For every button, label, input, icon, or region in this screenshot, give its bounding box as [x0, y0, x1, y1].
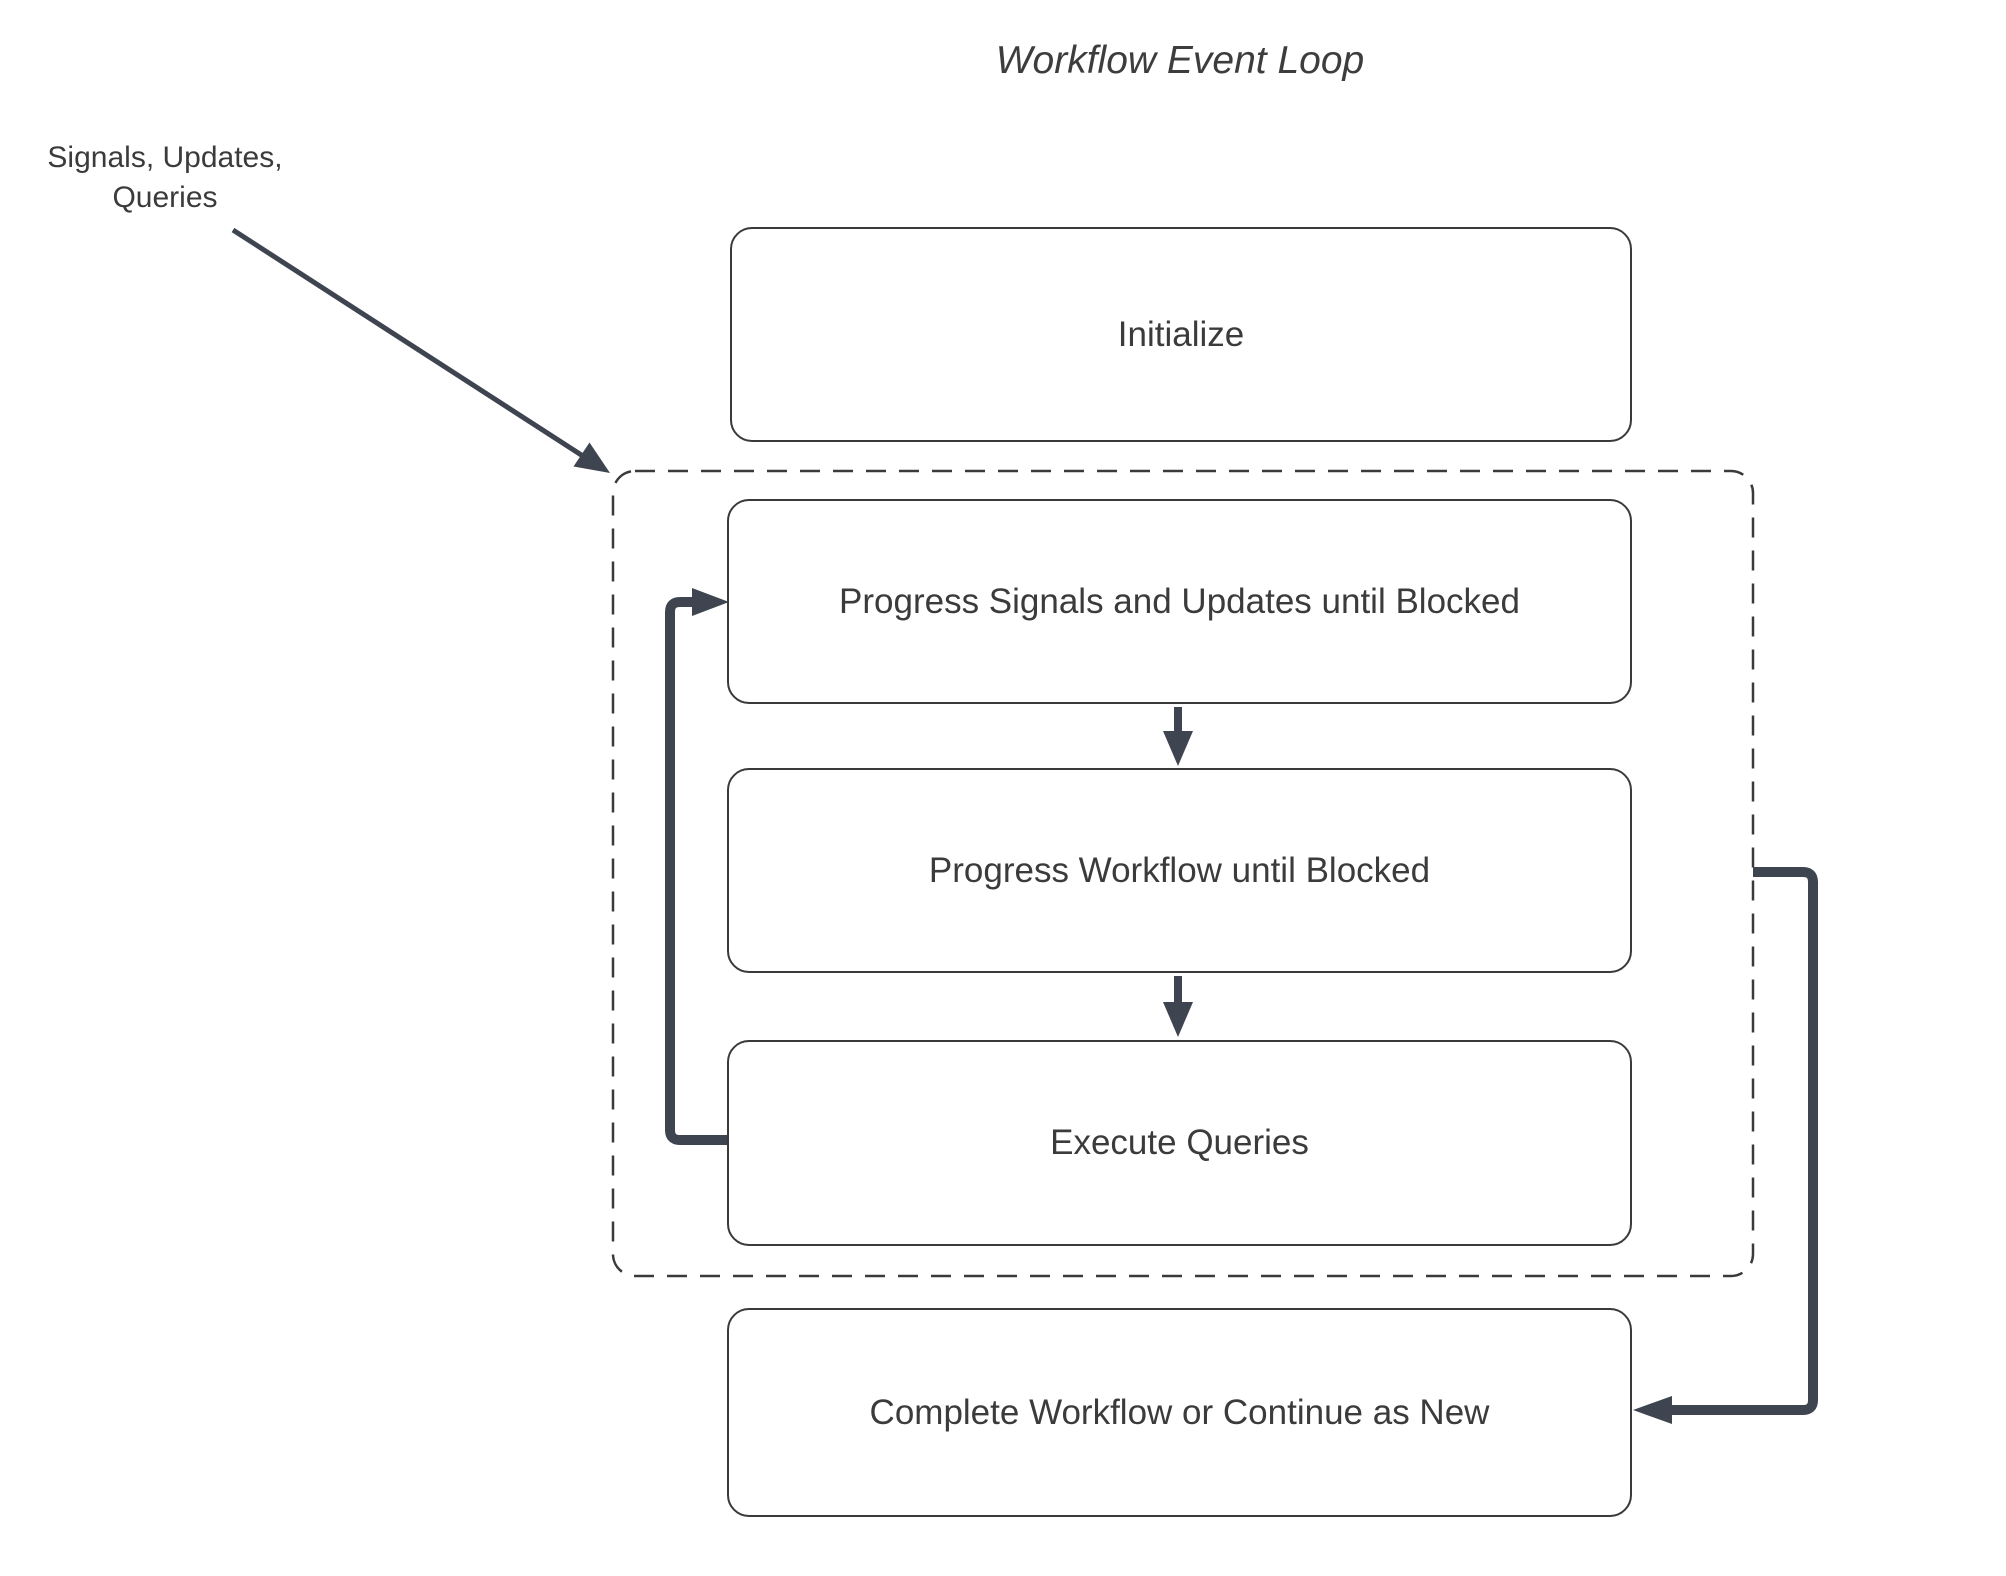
- node-initialize: Initialize: [730, 227, 1632, 442]
- signals-updates-queries-label: Signals, Updates, Queries: [47, 141, 283, 214]
- node-execute-queries: Execute Queries: [727, 1040, 1632, 1246]
- edge-signals-to-event-loop: [231, 227, 610, 473]
- node-label: Execute Queries: [1050, 1123, 1309, 1162]
- arrowhead: [1633, 1396, 1672, 1424]
- edge-execute-queries-to-progress-signals: [665, 588, 729, 1145]
- node-progress-workflow: Progress Workflow until Blocked: [727, 768, 1632, 973]
- node-label: Progress Workflow until Blocked: [928, 850, 1431, 890]
- arrowhead: [1163, 1002, 1193, 1037]
- node-label: Complete Workflow or Continue as New: [869, 1392, 1490, 1432]
- arrowhead: [573, 442, 610, 473]
- diagram-title: Workflow Event Loop: [995, 39, 1365, 82]
- node-label: Progress Signals and Updates until Block…: [839, 581, 1520, 621]
- arrowhead: [692, 588, 729, 616]
- edge-event-loop-to-complete: [1633, 867, 1818, 1424]
- edge-progress-workflow-to-execute-queries: [1163, 976, 1193, 1037]
- node-label: Initialize: [1117, 314, 1245, 354]
- arrowhead: [1163, 731, 1193, 766]
- edge-progress-signals-to-progress-workflow: [1163, 707, 1193, 766]
- node-progress-signals-and-updates: Progress Signals and Updates until Block…: [727, 499, 1632, 704]
- node-complete-workflow: Complete Workflow or Continue as New: [727, 1308, 1632, 1517]
